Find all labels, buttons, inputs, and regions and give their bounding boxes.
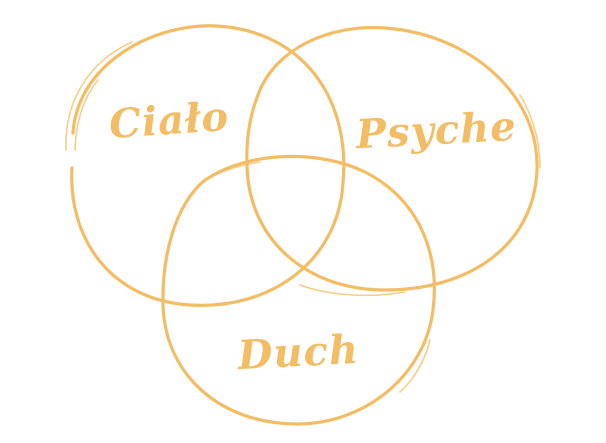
- label-spirit: Duch: [236, 326, 361, 379]
- circle-body: [65, 24, 346, 307]
- label-body: Ciało: [108, 93, 231, 148]
- label-psyche: Psyche: [354, 103, 518, 158]
- circle-spirit: [161, 154, 436, 426]
- circle-psyche: [245, 25, 541, 297]
